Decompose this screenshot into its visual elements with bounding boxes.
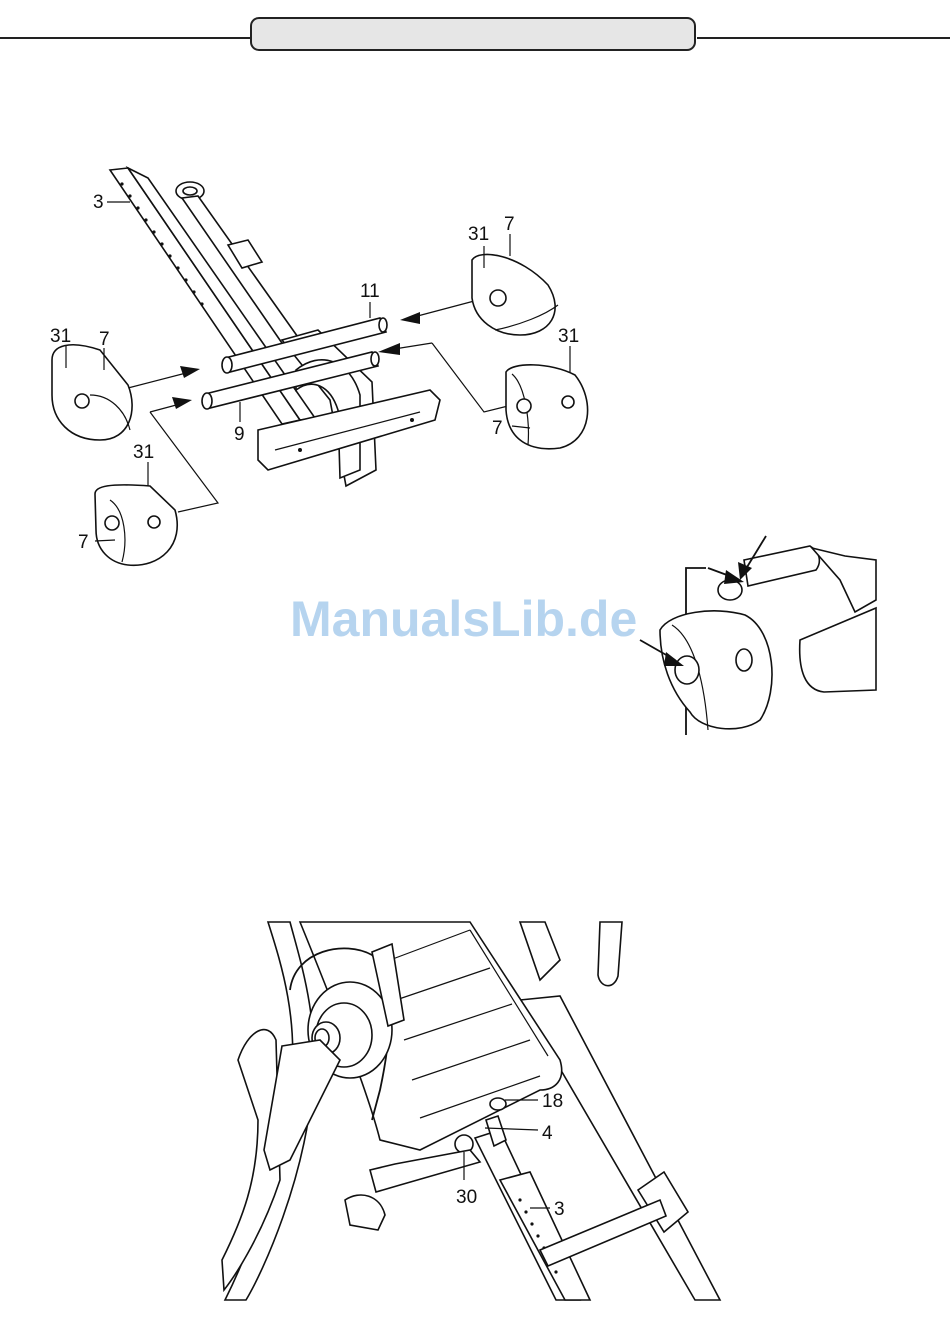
label-part-7-right-bottom: 7 bbox=[492, 418, 503, 439]
label-part-3-bottom: 3 bbox=[554, 1199, 565, 1220]
label-part-7-left-top: 7 bbox=[99, 329, 110, 350]
label-part-3: 3 bbox=[93, 192, 104, 213]
label-part-4: 4 bbox=[542, 1123, 553, 1144]
detail-inset bbox=[640, 536, 876, 735]
foam-pad-left-bottom bbox=[95, 485, 177, 565]
label-part-30: 30 bbox=[456, 1187, 477, 1208]
watermark-text: ManualsLib.de bbox=[290, 590, 637, 648]
label-part-9: 9 bbox=[234, 424, 245, 445]
label-part-7-right-top: 7 bbox=[504, 214, 515, 235]
label-part-31-left-bottom: 31 bbox=[133, 442, 154, 463]
label-part-7-left-bottom: 7 bbox=[78, 532, 89, 553]
label-part-31-right-bottom: 31 bbox=[558, 326, 579, 347]
label-part-18: 18 bbox=[542, 1091, 563, 1112]
label-part-31-left-top: 31 bbox=[50, 326, 71, 347]
inversion-table-diagram: 18 4 30 3 bbox=[222, 922, 720, 1300]
foam-pad-right-bottom bbox=[506, 365, 588, 449]
foam-pad-right-top bbox=[472, 254, 558, 335]
label-part-11: 11 bbox=[360, 281, 380, 302]
label-part-31-right-top: 31 bbox=[468, 224, 489, 245]
foam-pad-left-top bbox=[52, 345, 132, 440]
